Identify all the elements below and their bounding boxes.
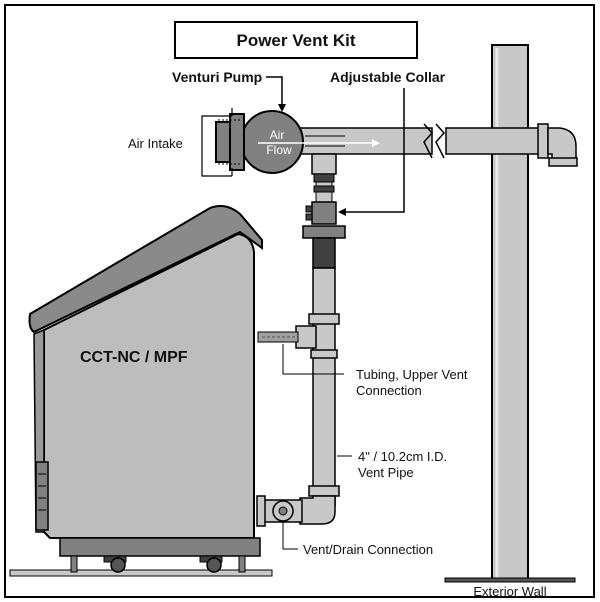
elbow-outlet	[548, 157, 578, 167]
vent-drain-label: Vent/Drain Connection	[303, 542, 433, 557]
vertical-vent-pipe	[312, 267, 336, 507]
ground-line	[444, 577, 576, 583]
flow-label: Flow	[266, 143, 292, 157]
bottom-elbow	[299, 495, 336, 525]
adjustable-collar-label: Adjustable Collar	[330, 69, 446, 85]
venturi-pump-arrowhead	[278, 104, 286, 112]
drain-coupling	[256, 495, 266, 527]
pipe-break-mark-right	[435, 123, 446, 159]
air-intake-flange	[229, 113, 245, 171]
caster-wheel-right	[206, 557, 222, 573]
leveling-foot-right	[238, 555, 246, 573]
vent-pipe-label-line2: Vent Pipe	[358, 465, 414, 480]
pipe-break-mark-left	[423, 123, 434, 159]
venturi-pump-label: Venturi Pump	[172, 69, 262, 85]
horizontal-vent-pipe	[299, 127, 433, 155]
collar-clamp-left	[305, 205, 313, 213]
wall-elbow	[547, 127, 577, 163]
adjustable-collar-arrowhead	[338, 208, 346, 216]
unit-vent-panel	[35, 461, 49, 531]
vent-pipe-label-line1: 4" / 10.2cm I.D.	[358, 449, 447, 464]
pump-tee-drop	[311, 153, 337, 175]
title-box	[174, 21, 418, 59]
tubing-label-line2: Connection	[356, 383, 422, 398]
exterior-wall-label: Exterior Wall	[473, 584, 546, 599]
drain-cap-center	[278, 506, 288, 516]
riser-coupling-2	[313, 185, 335, 193]
air-label: Air	[270, 128, 285, 142]
floor-line	[9, 569, 273, 577]
tubing-label-line1: Tubing, Upper Vent	[356, 367, 468, 382]
pipe-coupling-b	[310, 349, 338, 359]
unit-roof	[28, 205, 263, 334]
wall-elbow-collar	[537, 123, 549, 159]
caster-wheel-left	[110, 557, 126, 573]
collar-clamp-right	[305, 213, 313, 221]
riser-coupling-1	[313, 173, 335, 183]
reducer-fitting	[302, 225, 346, 239]
pipe-coupling-c	[308, 485, 340, 497]
leveling-foot-left	[70, 555, 78, 573]
airflow-arrow-head	[372, 139, 380, 147]
venturi-pump-leader	[266, 76, 283, 106]
unit-name-label: CCT-NC / MPF	[80, 349, 188, 366]
horizontal-vent-pipe-outer	[445, 127, 543, 155]
vent-drain-leader	[282, 522, 298, 550]
upper-vent-tee	[295, 325, 317, 349]
unit-base	[59, 537, 261, 557]
air-intake-label: Air Intake	[128, 136, 183, 151]
pipe-coupling-a	[308, 313, 340, 325]
venturi-pump-body	[240, 110, 304, 174]
adjustable-collar	[311, 201, 337, 225]
air-intake-bracket	[201, 115, 232, 177]
diagram-title: Power Vent Kit	[236, 31, 355, 50]
dark-coupling	[312, 237, 336, 269]
tubing-leader	[282, 344, 344, 375]
adjustable-collar-leader	[346, 88, 405, 213]
